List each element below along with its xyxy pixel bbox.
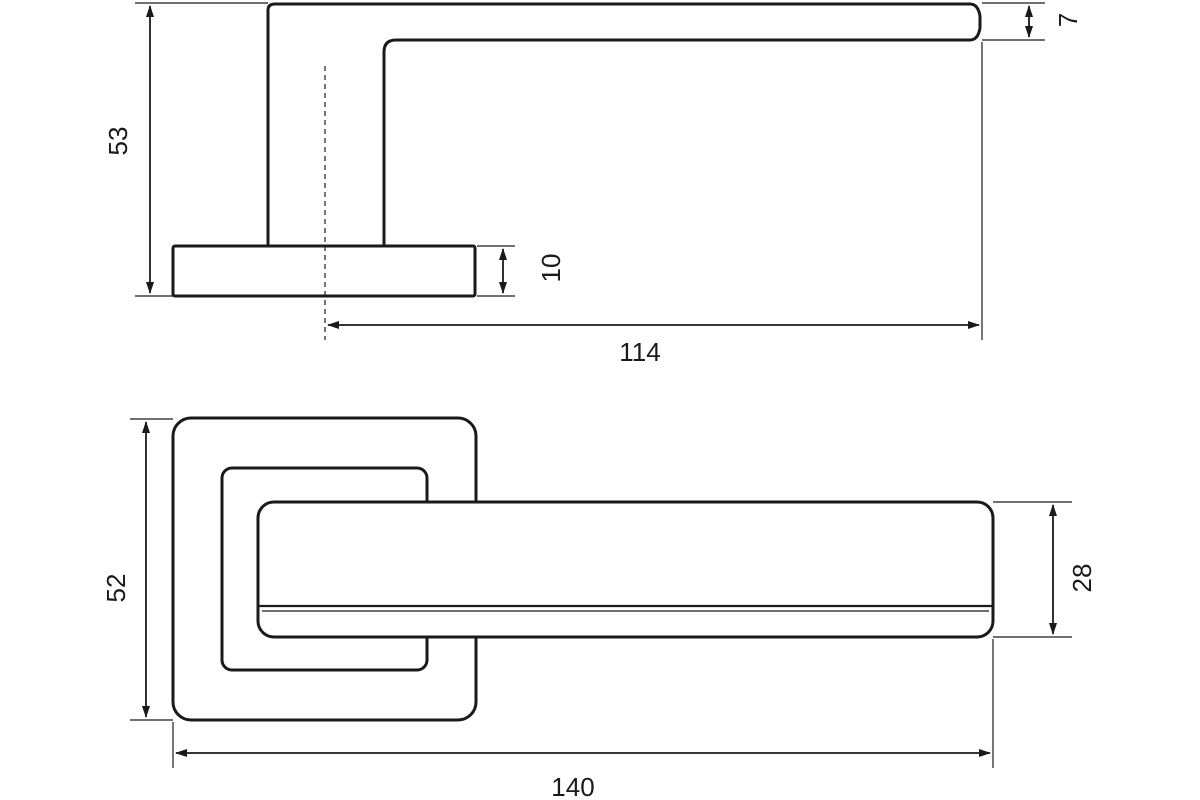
side-rose-outline [171, 244, 477, 298]
dim-10-label: 10 [536, 254, 566, 283]
dim-140-group: 140 [172, 639, 994, 800]
dim-52-group: 52 [101, 418, 173, 721]
dim-114-label: 114 [619, 337, 660, 367]
dim-114-group: 114 [327, 42, 983, 367]
dim-10-group: 10 [477, 245, 566, 297]
dim-53-group: 53 [103, 2, 268, 297]
top-view: 52 28 140 [101, 416, 1097, 800]
dim-28-group: 28 [993, 501, 1097, 638]
dim-7-group: 7 [982, 2, 1083, 41]
dim-7-label: 7 [1053, 13, 1083, 27]
dim-140-label: 140 [551, 772, 594, 800]
dim-28-label: 28 [1067, 564, 1097, 593]
dim-52-label: 52 [101, 574, 131, 603]
side-lever-outline [266, 2, 982, 248]
side-view: 53 7 10 114 [103, 2, 1083, 367]
top-lever-body [256, 500, 995, 639]
dim-53-label: 53 [103, 127, 133, 156]
